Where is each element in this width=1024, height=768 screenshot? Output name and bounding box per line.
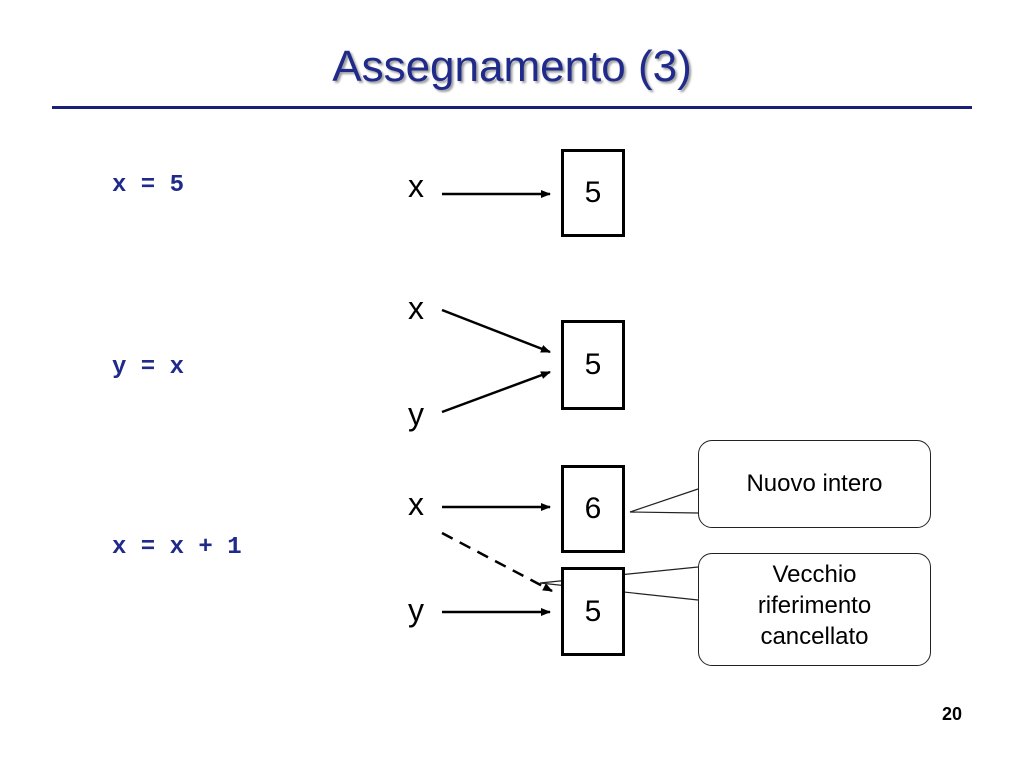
callout-old-pointer [539,566,699,601]
title-underline [52,106,972,109]
arrow-x2-to-box2 [441,308,551,354]
value-box-row2: 5 [561,320,625,410]
value-box-new: 6 [561,465,625,553]
value-box-new-text: 6 [584,492,602,525]
value-box-old: 5 [561,567,625,656]
var-y-row2: y [408,396,424,432]
statement-y-equals-x: y = x [112,354,185,381]
var-x-row1: x [408,168,424,204]
var-x-row3: x [408,486,424,522]
arrow-x3-old-dashed [441,531,553,593]
statement-x-equals-x-plus-1: x = x + 1 [112,534,242,561]
var-y-row3: y [408,592,424,628]
value-box-old-text: 5 [584,594,602,628]
callout-old-line-3: cancellato [760,623,869,650]
var-x-row2: x [408,290,424,326]
callout-new-integer: Nuovo intero [698,440,931,528]
callout-old-line-2: riferimento [757,592,872,619]
page-number: 20 [941,704,962,724]
callout-new-integer-text: Nuovo intero [746,470,883,497]
value-box-row1-text: 5 [584,176,602,209]
callout-old-line-1: Vecchio [772,561,857,588]
callout-old-reference: Vecchio riferimento cancellato [698,553,931,666]
callout-new-pointer [629,488,699,514]
statement-x-equals-5: x = 5 [112,172,185,199]
value-box-row2-text: 5 [584,348,602,381]
slide-title: Assegnamento (3) [332,42,692,91]
arrow-y2-to-box2 [441,370,551,414]
value-box-row1: 5 [561,149,625,237]
